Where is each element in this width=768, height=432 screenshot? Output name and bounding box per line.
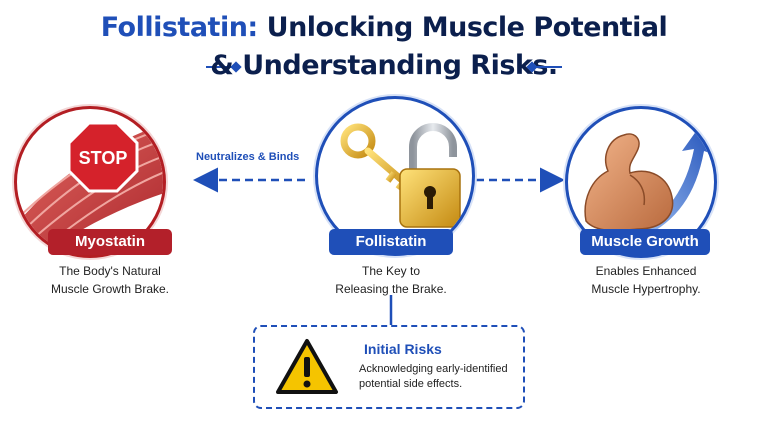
key-padlock-icon [340,123,461,228]
myostatin-label: Myostatin [48,229,172,255]
myostatin-desc-line1: The Body's Natural [59,264,161,278]
title-rest: Unlocking Muscle Potential [266,12,668,43]
follistatin-desc-line1: The Key to [361,264,421,278]
muscle-growth-desc-line1: Enables Enhanced [595,264,697,278]
risks-desc-line1: Acknowledging early-identified [359,363,508,375]
connector-label: Neutralizes & Binds [196,151,300,163]
stop-sign-muscle-icon: STOP [17,121,163,255]
follistatin-desc-line2: Releasing the Brake. [335,282,447,296]
follistatin-label: Follistatin [329,229,453,255]
muscle-growth-circle [565,106,717,258]
myostatin-description: The Body's Natural Muscle Growth Brake. [20,262,200,298]
risks-description: Acknowledging early-identified potential… [359,362,529,392]
page-title-line2: & Understanding Risks. [210,50,558,81]
title-ornament-right [534,66,562,68]
myostatin-circle: STOP [14,106,166,258]
muscle-growth-description: Enables Enhanced Muscle Hypertrophy. [556,262,736,298]
flexed-arm-arrow-icon [584,123,714,237]
risks-title: Initial Risks [364,341,442,357]
title-accent: Follistatin: [100,12,259,43]
risks-box [253,325,525,409]
muscle-growth-desc-line2: Muscle Hypertrophy. [591,282,701,296]
title-ornament-left [206,66,234,68]
svg-text:STOP: STOP [79,148,128,168]
risks-desc-line2: potential side effects. [359,378,463,390]
myostatin-desc-line2: Muscle Growth Brake. [50,282,170,296]
page-title-line1: Follistatin: Unlocking Muscle Potential [0,11,768,45]
warning-triangle-icon [276,339,338,394]
muscle-growth-label: Muscle Growth [580,229,710,255]
follistatin-description: The Key to Releasing the Brake. [296,262,486,298]
